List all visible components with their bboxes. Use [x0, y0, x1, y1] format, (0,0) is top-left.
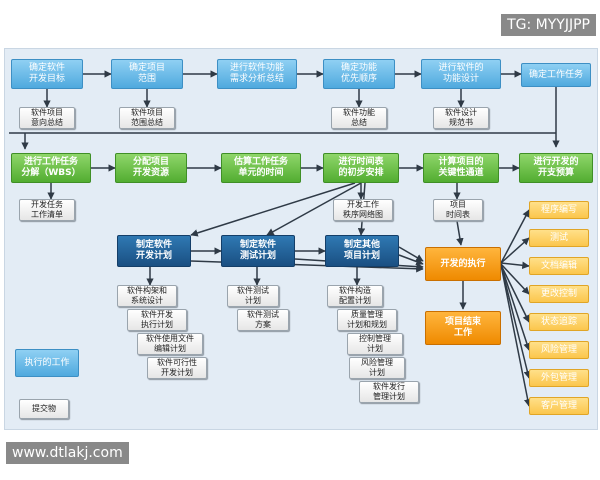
step-dev-plan: 制定软件 开发计划 [117, 235, 191, 267]
doc-usage-doc-plan: 软件使用文件 编辑计划 [137, 333, 203, 355]
connector-arrow [456, 220, 464, 246]
doc-timetable: 项目 时间表 [433, 199, 483, 221]
step-allocate-resources: 分配项目 开发资源 [115, 153, 187, 183]
diagram-canvas: 确定软件 开发目标 确定项目 范围 进行软件功能 需求分析总结 确定功能 优先顺… [4, 48, 598, 430]
doc-design-spec: 软件设计 规范书 [433, 107, 489, 129]
doc-feasibility-plan: 软件可行性 开发计划 [147, 357, 207, 379]
legend-doc: 提交物 [19, 399, 69, 419]
doc-risk-plan: 风险管理 计划 [349, 357, 405, 379]
doc-architecture: 软件构架和 系统设计 [117, 285, 177, 307]
step-critical-path: 计算项目的 关键性通道 [423, 153, 499, 183]
mgmt-coding: 程序编写 [529, 201, 589, 219]
doc-exec-plan: 软件开发 执行计划 [127, 309, 187, 331]
connector-arrow [398, 254, 424, 266]
connector-arrow [500, 264, 530, 323]
step-define-tasks: 确定工作任务 [521, 63, 591, 87]
connector-arrow [500, 264, 532, 379]
doc-config-plan: 软件构造 配置计划 [327, 285, 383, 307]
connector-arrow [500, 237, 530, 264]
mgmt-risk: 风险管理 [529, 341, 589, 359]
connector-lines [9, 70, 560, 407]
mgmt-status-tracking: 状态追踪 [529, 313, 589, 331]
doc-test-plan: 软件测试 计划 [227, 285, 279, 307]
connector-arrow [190, 182, 356, 237]
step-execution: 开发的执行 [425, 247, 501, 281]
step-estimate-time: 估算工作任务 单元的时间 [221, 153, 301, 183]
mgmt-change-control: 更改控制 [529, 285, 589, 303]
doc-quality-plan: 质量管理 计划和规划 [337, 309, 397, 331]
mgmt-documentation: 文档编辑 [529, 257, 589, 275]
step-requirements-analysis: 进行软件功能 需求分析总结 [217, 59, 297, 89]
step-schedule: 进行时间表 的初步安排 [323, 153, 399, 183]
legend-work: 执行的工作 [15, 349, 79, 377]
step-other-plans: 制定其他 项目计划 [325, 235, 399, 267]
watermark-top: TG: MYYJJPP [501, 14, 596, 36]
watermark-bottom: www.dtlakj.com [6, 442, 129, 464]
step-priority-order: 确定功能 优先顺序 [323, 59, 395, 89]
step-define-goal: 确定软件 开发目标 [11, 59, 83, 89]
doc-release-plan: 软件发行 管理计划 [359, 381, 419, 403]
doc-test-scheme: 软件测试 方案 [237, 309, 289, 331]
connector-arrow [500, 261, 530, 270]
connector-arrow [500, 209, 530, 264]
step-wbs: 进行工作任务 分解（WBS） [11, 153, 91, 183]
doc-control-plan: 控制管理 计划 [347, 333, 403, 355]
mgmt-outsourcing: 外包管理 [529, 369, 589, 387]
step-test-plan: 制定软件 测试计划 [221, 235, 295, 267]
connector-arrow [500, 263, 530, 295]
doc-intent-summary: 软件项目 意向总结 [19, 107, 75, 129]
step-project-close: 项目结束 工作 [425, 311, 501, 345]
connector-arrow [500, 264, 531, 351]
step-function-design: 进行软件的 功能设计 [421, 59, 501, 89]
connector-arrow [266, 182, 362, 236]
doc-scope-summary: 软件项目 范围总结 [119, 107, 175, 129]
mgmt-testing: 测试 [529, 229, 589, 247]
step-define-scope: 确定项目 范围 [111, 59, 183, 89]
mgmt-client: 客户管理 [529, 397, 589, 415]
step-budget: 进行开发的 开支预算 [519, 153, 593, 183]
doc-task-list: 开发任务 工作清单 [19, 199, 75, 221]
doc-network-diagram: 开发工作 秩序网络图 [333, 199, 393, 221]
connector-arrow [500, 264, 532, 407]
doc-function-summary: 软件功能 总结 [331, 107, 387, 129]
